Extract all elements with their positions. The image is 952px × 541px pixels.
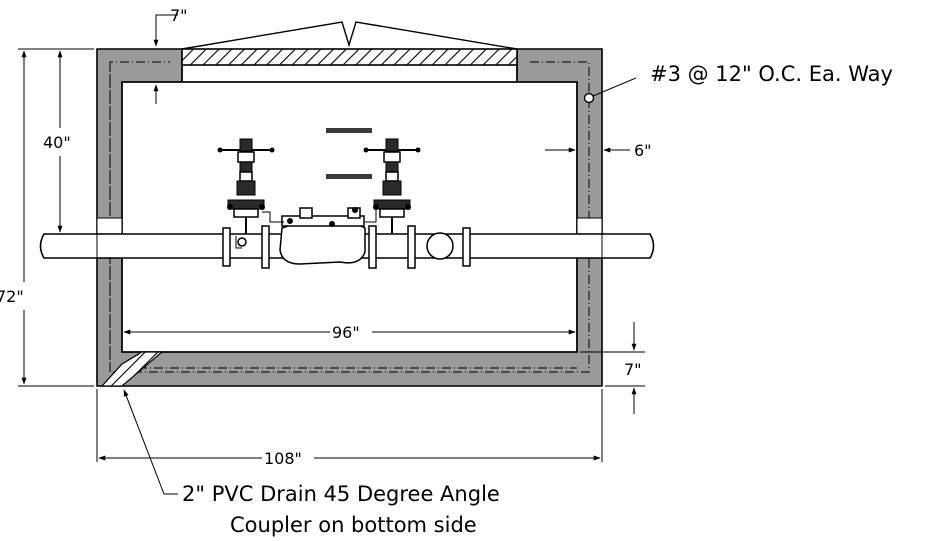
dim-wall-text: 6" [634, 141, 652, 160]
dim-bottom-slab-text: 7" [624, 360, 642, 379]
lid-opening-hatch [181, 48, 518, 66]
dim-outside-width-text: 108" [264, 449, 302, 468]
dim-inside-width: 96" [123, 323, 576, 342]
flange [222, 227, 231, 267]
lid-cover [181, 21, 518, 50]
flange [368, 225, 377, 269]
dim-top-slab: 7" [153, 6, 188, 104]
ladder-rung [326, 174, 372, 179]
flow-meter [426, 232, 454, 260]
drain-note-line2: Coupler on bottom side [230, 513, 477, 537]
check-valve-body [279, 221, 366, 265]
dim-top-slab-text: 7" [170, 6, 188, 25]
dim-upper-height: 40" [43, 48, 94, 233]
dim-outside-width: 108" [96, 389, 603, 468]
gate-valve-right [363, 138, 421, 234]
dim-inside-width-text: 96" [332, 323, 360, 342]
flange [261, 225, 270, 269]
rebar-callout: #3 @ 12" O.C. Ea. Way [592, 62, 893, 97]
dim-bottom-slab: 7" [580, 322, 645, 414]
drain-note-line1: 2" PVC Drain 45 Degree Angle [182, 482, 500, 506]
dim-total-height: 72" [0, 48, 94, 387]
rebar-note-text: #3 @ 12" O.C. Ea. Way [650, 62, 893, 86]
drain-callout: 2" PVC Drain 45 Degree Angle Coupler on … [123, 389, 500, 537]
gate-valve-left [217, 138, 275, 234]
rebar-grid [109, 61, 595, 373]
flange [407, 225, 416, 269]
dim-wall-thickness: 6" [545, 141, 652, 160]
dim-total-height-text: 72" [0, 287, 24, 306]
pvc-drain [100, 351, 164, 387]
rebar-section-marker [583, 92, 595, 104]
backflow-preventer-assembly [217, 128, 471, 269]
ladder-rung [326, 128, 372, 133]
dim-upper-height-text: 40" [43, 133, 71, 152]
flange [462, 227, 471, 267]
